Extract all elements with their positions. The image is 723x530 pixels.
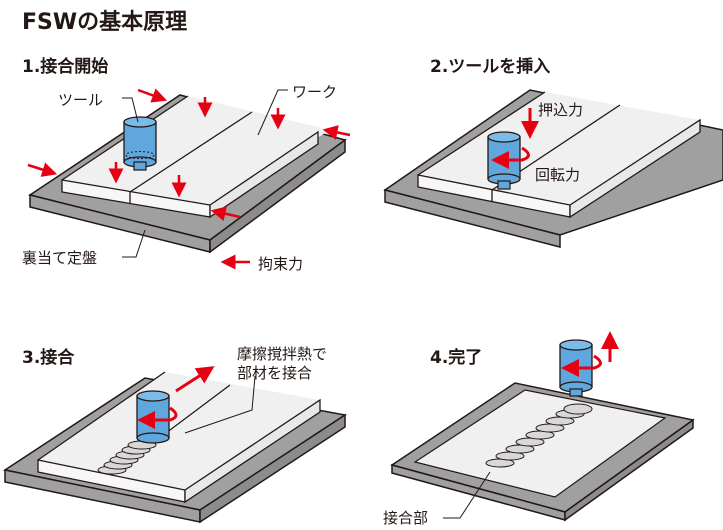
leader-lines: [122, 89, 288, 258]
clamping-arrows: [27, 88, 351, 270]
label-joint: 接合部: [383, 509, 429, 527]
label-clamping-force: 拘束力: [258, 255, 304, 273]
motion-arrows: [137, 366, 215, 429]
weld-bead: [485, 403, 593, 468]
withdraw-arrows: [561, 331, 619, 377]
step-4-title: 4.完了: [430, 348, 483, 368]
panel-4-illustration: [390, 331, 695, 522]
leader-line: [184, 375, 256, 434]
leader-line: [443, 471, 491, 519]
workpiece: [61, 95, 330, 219]
label-press-force: 押込力: [538, 101, 584, 119]
label-rotation-force: 回転力: [535, 166, 581, 184]
step-2-title: 2.ツールを挿入: [430, 57, 551, 77]
step-3-title: 3.接合: [22, 348, 75, 368]
page-title: FSWの基本原理: [22, 10, 188, 35]
panel-3-illustration: [3, 366, 347, 524]
weld-bead: [97, 440, 157, 475]
tool-icon: [559, 339, 593, 397]
label-backing-plate: 裏当て定盤: [22, 249, 98, 267]
step-1-title: 1.接合開始: [22, 57, 109, 77]
tool-icon: [136, 390, 170, 444]
force-arrows: [491, 108, 539, 169]
label-friction-line2: 部材を接合: [237, 364, 313, 382]
label-work: ワーク: [292, 83, 338, 101]
tool-icon: [123, 116, 157, 171]
label-friction-line1: 摩擦撹拌熱で: [237, 345, 328, 363]
panel-1-illustration: [27, 88, 351, 270]
label-tool: ツール: [58, 91, 104, 109]
panel-2-illustration: [383, 89, 723, 248]
